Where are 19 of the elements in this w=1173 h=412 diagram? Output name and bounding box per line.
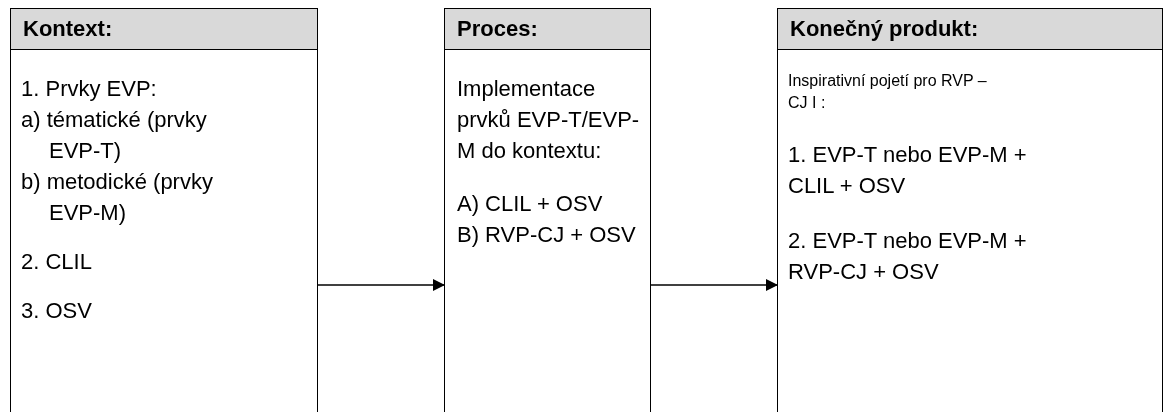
box-text: B) RVP-CJ + OSV: [457, 221, 637, 249]
box-heading: Konečný produkt:: [790, 16, 979, 42]
box-text: 2. CLIL: [21, 248, 93, 276]
box-text: Inspirativní pojetí pro RVP – CJ I :: [788, 71, 988, 113]
box-text: 1. EVP-T nebo EVP-M + CLIL + OSV: [788, 141, 1028, 200]
process-box: [10, 8, 318, 412]
box-text: 2. EVP-T nebo EVP-M + RVP-CJ + OSV: [788, 227, 1028, 286]
box-text: 1. Prvky EVP:: [21, 75, 158, 103]
box-heading: Proces:: [457, 16, 538, 42]
box-heading: Kontext:: [23, 16, 113, 42]
box-text: 3. OSV: [21, 297, 93, 325]
box-text: A) CLIL + OSV: [457, 190, 604, 218]
process-box: [444, 8, 651, 412]
box-text: b) metodické (prvky EVP-M): [21, 168, 214, 227]
box-text: Implementace prvků EVP-T/EVP-M do kontextu:: [457, 75, 640, 165]
arrow: [317, 279, 445, 291]
arrow: [650, 279, 778, 291]
box-text: a) tématické (prvky EVP-T): [21, 106, 208, 165]
process-box: [777, 8, 1163, 412]
